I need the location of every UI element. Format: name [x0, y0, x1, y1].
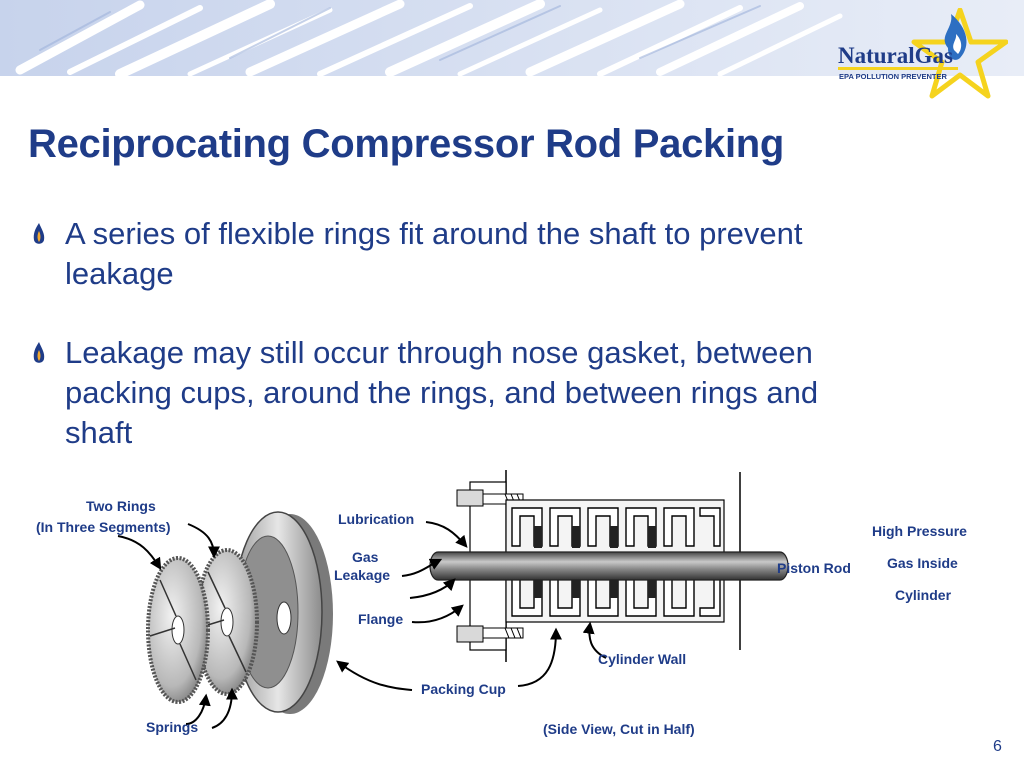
page-number: 6	[993, 738, 1002, 755]
bullet-text: A series of flexible rings fit around th…	[65, 216, 803, 291]
flame-bullet-icon	[33, 223, 45, 244]
label-packing-cup: Packing Cup	[421, 681, 506, 697]
slide-title: Reciprocating Compressor Rod Packing	[28, 122, 785, 166]
flame-bullet-icon	[33, 342, 45, 363]
svg-text:NaturalGas: NaturalGas	[838, 43, 953, 68]
header-banner	[0, 0, 1024, 79]
label-springs: Springs	[146, 719, 199, 735]
label-high-pressure: High Pressure	[872, 523, 967, 539]
star-icon	[911, 8, 1008, 99]
packing-cup-3d	[233, 511, 333, 714]
bullet-item: A series of flexible rings fit around th…	[32, 214, 882, 294]
bullet-item: Leakage may still occur through nose gas…	[32, 333, 882, 453]
label-two-rings: Two Rings	[86, 498, 156, 514]
diagram-caption: (Side View, Cut in Half)	[543, 721, 695, 737]
label-three-segments: (In Three Segments)	[36, 519, 171, 535]
packing-ring-3d	[146, 556, 210, 704]
flame-icon	[944, 14, 967, 60]
label-cylinder-wall: Cylinder Wall	[598, 651, 687, 667]
label-flange: Flange	[358, 611, 404, 627]
packing-ring-3d	[195, 548, 259, 696]
label-piston-rod: Piston Rod	[777, 560, 851, 576]
label-lubrication: Lubrication	[338, 511, 415, 527]
bullet-text: Leakage may still occur through nose gas…	[65, 335, 819, 450]
cross-section-view	[429, 470, 789, 662]
label-gas-inside: Gas Inside	[887, 555, 958, 571]
label-leakage: Leakage	[334, 567, 391, 583]
natural-gas-star-logo: NaturalGas EPA POLLUTION PREVENTER	[838, 8, 1008, 99]
label-gas: Gas	[352, 549, 379, 565]
rod-packing-diagram	[117, 470, 789, 729]
svg-text:EPA POLLUTION PREVENTER: EPA POLLUTION PREVENTER	[839, 72, 948, 81]
label-cylinder: Cylinder	[895, 587, 952, 603]
